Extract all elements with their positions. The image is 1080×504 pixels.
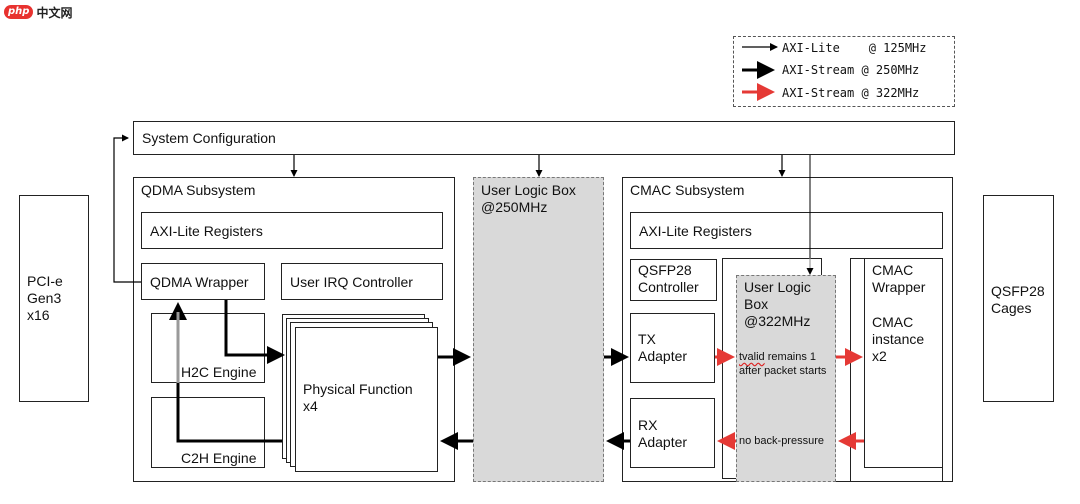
- tvalid-note-rest: remains 1 after packet starts: [739, 351, 827, 377]
- cmac-subsystem-label: CMAC Subsystem: [630, 182, 745, 198]
- tx-adapter-label: TX Adapter: [638, 331, 688, 364]
- c2h-engine-label: C2H Engine: [181, 450, 257, 466]
- rx-adapter-label: RX Adapter: [638, 417, 688, 450]
- cmac-wrapper-label: CMAC Wrapper: [872, 262, 926, 295]
- user-irq-controller-label: User IRQ Controller: [290, 274, 413, 290]
- c2h-stream-line: [169, 302, 282, 443]
- qdma-wrapper-box: [141, 263, 265, 300]
- user-logic-250-label: User Logic Box @250MHz: [481, 182, 576, 215]
- pcie-label: PCI-e Gen3 x16: [27, 273, 63, 323]
- qdma-wrapper-to-sysconfig-line: [113, 134, 141, 283]
- tx-adapter-box: [630, 313, 715, 383]
- legend-item-axi-lite: AXI-Lite @ 125MHz: [782, 41, 927, 55]
- cmac-axi-lite-registers: [630, 212, 943, 249]
- legend-item-axi-stream-322: AXI-Stream @ 322MHz: [782, 86, 920, 100]
- no-backpressure-note: no back-pressure: [739, 435, 824, 447]
- qdma-axi-lite-registers: [141, 212, 443, 249]
- h2c-engine-box: [151, 313, 265, 383]
- user-logic-box-322: [736, 275, 836, 482]
- physical-function-label: Physical Function x4: [303, 381, 413, 414]
- tvalid-note: tvalid remains 1 after packet starts: [739, 350, 826, 378]
- cmac-instance-label: CMAC instance x2: [872, 314, 925, 364]
- user-logic-322-label: User Logic Box @322MHz: [744, 279, 811, 329]
- cmac-axi-lite-label: AXI-Lite Registers: [639, 223, 752, 239]
- logo-text: 中文网: [36, 5, 73, 20]
- h2c-engine-label: H2C Engine: [181, 364, 257, 380]
- qsfp-cages-label: QSFP28 Cages: [991, 283, 1045, 316]
- qdma-wrapper-label: QDMA Wrapper: [150, 274, 249, 290]
- physical-function-box: [295, 327, 438, 472]
- tvalid-word: tvalid: [739, 351, 765, 363]
- system-configuration-label: System Configuration: [142, 130, 276, 146]
- legend-item-axi-stream-250: AXI-Stream @ 250MHz: [782, 63, 920, 77]
- user-logic-box-250: [473, 177, 604, 482]
- system-configuration-box: [133, 121, 955, 155]
- pcie-box: [19, 195, 89, 402]
- qsfp-controller-box: [630, 259, 717, 301]
- user-irq-controller-box: [281, 263, 443, 300]
- qsfp-cages-box: [983, 195, 1054, 402]
- rx-adapter-box: [630, 398, 715, 468]
- logo-badge: php: [4, 5, 34, 19]
- qsfp-controller-label: QSFP28 Controller: [638, 262, 699, 295]
- qdma-axi-lite-label: AXI-Lite Registers: [150, 223, 263, 239]
- c2h-engine-box: [151, 397, 265, 468]
- h2c-stream-line: [224, 300, 285, 364]
- qdma-subsystem-label: QDMA Subsystem: [141, 182, 256, 198]
- site-logo: php 中文网: [4, 2, 72, 22]
- cmac-wrapper-box: [864, 258, 943, 468]
